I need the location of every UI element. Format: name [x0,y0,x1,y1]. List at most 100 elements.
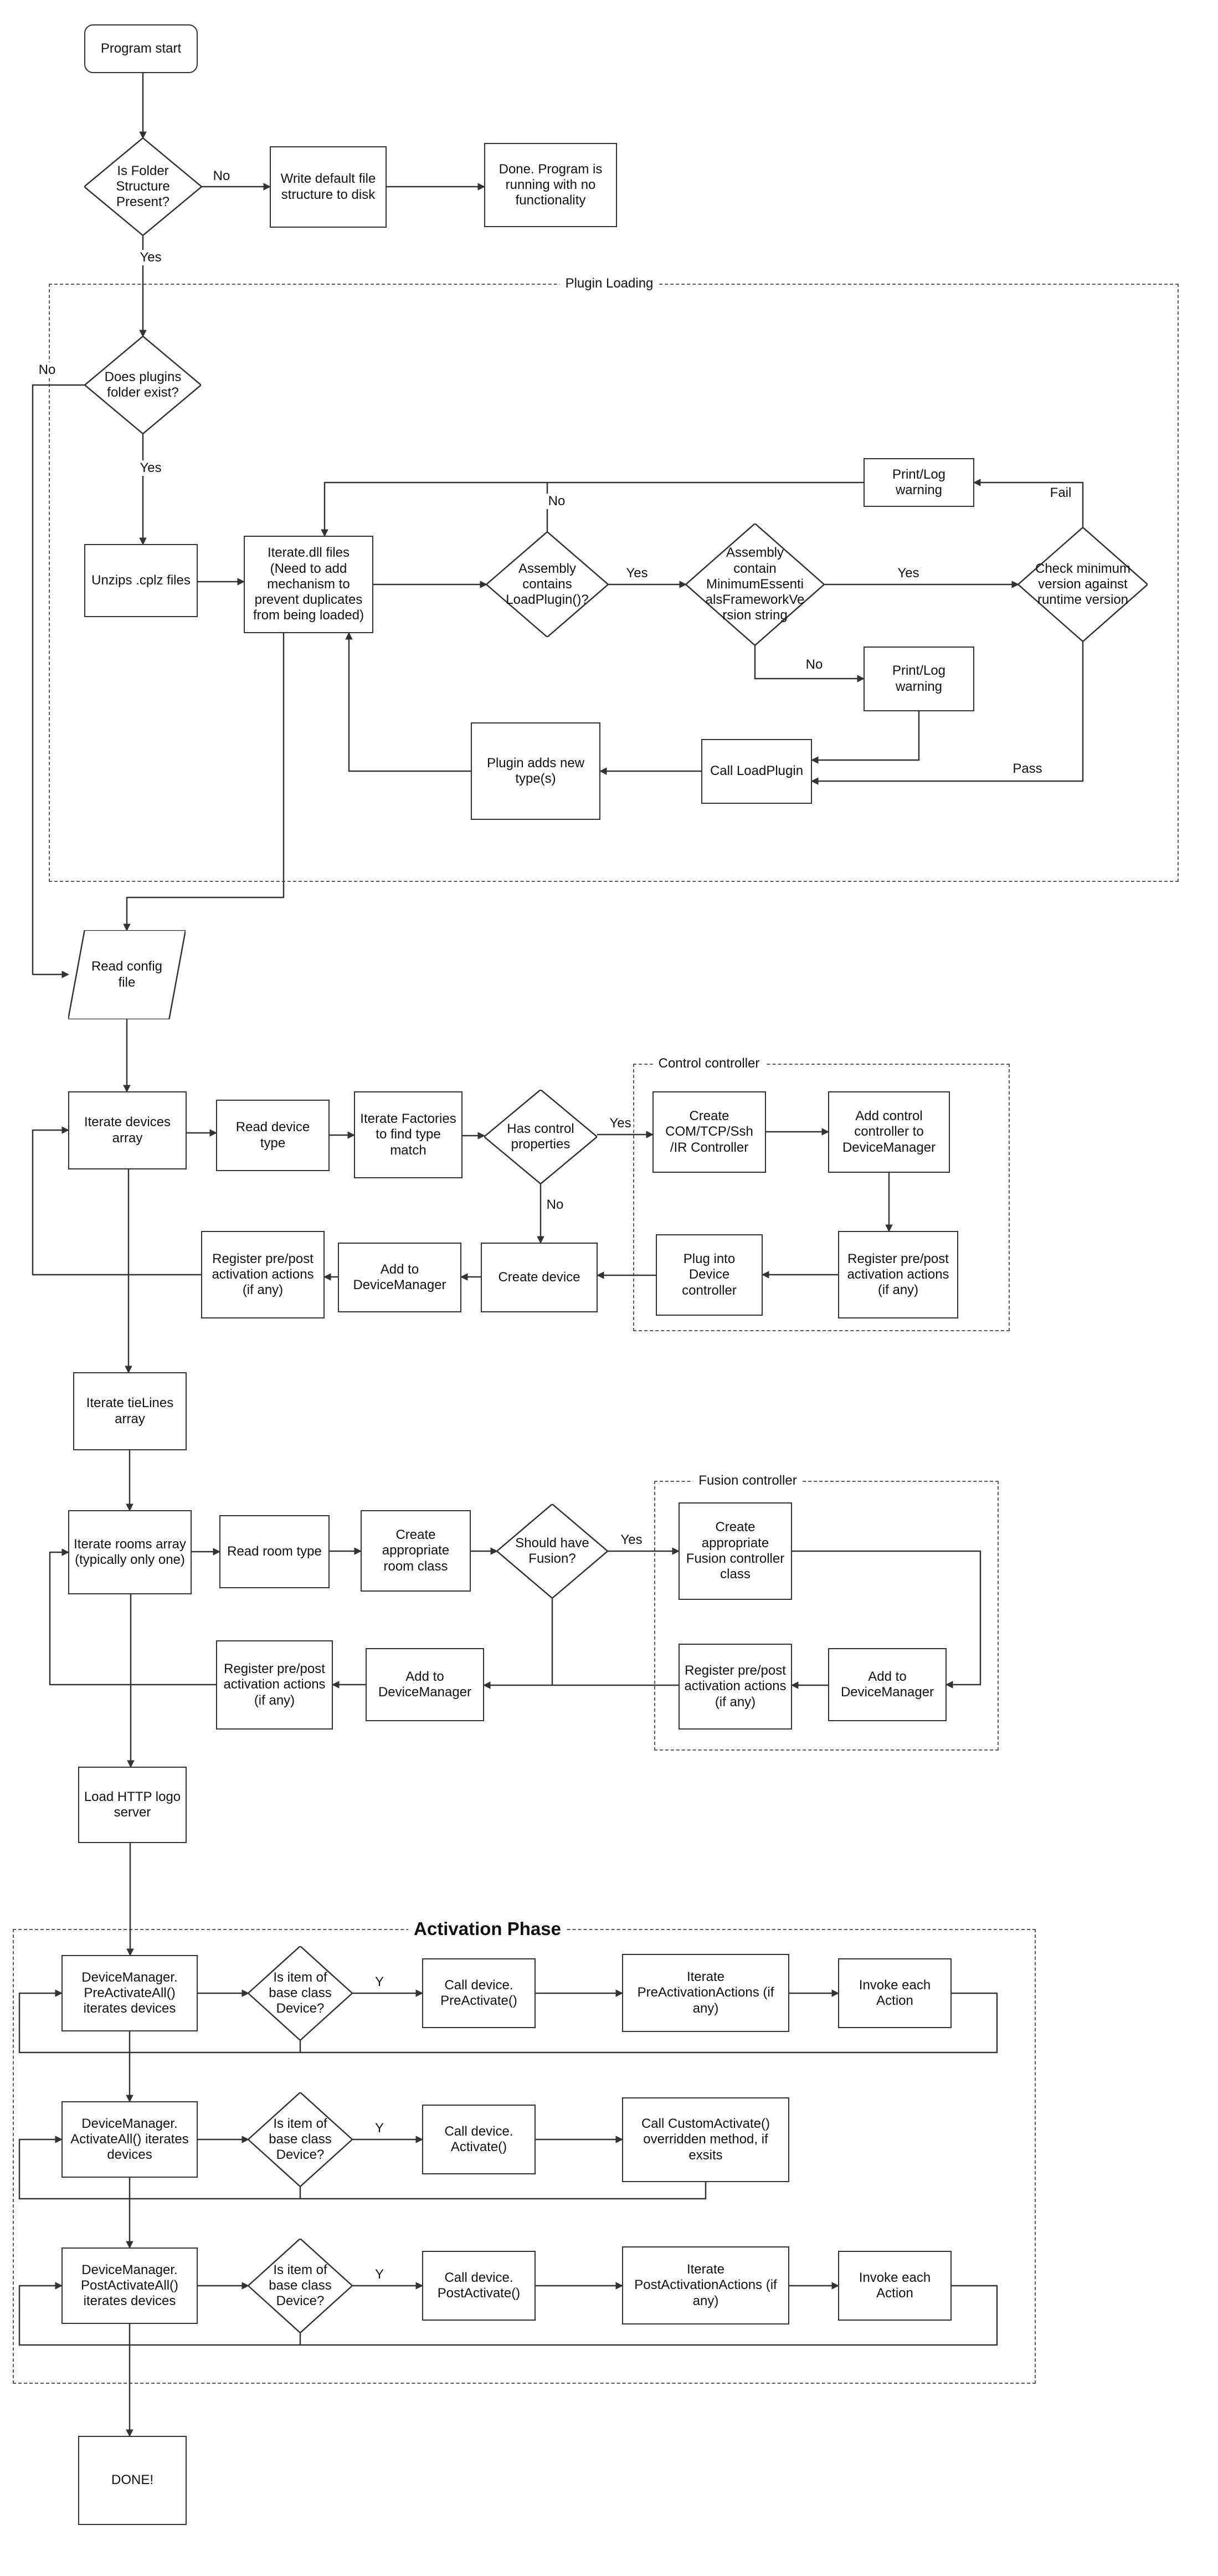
diamond-shape [686,524,824,645]
edge-label-no-loadplugin: No [546,494,568,509]
diamond-shape [248,2092,352,2187]
edge-minversion-no-to-warning-bottom [754,645,865,683]
plugin-loading-group-label: Plugin Loading [559,276,659,291]
edge-label-no-plugins: No [36,362,58,378]
parallelogram-shape [68,930,186,1019]
edge-label-yes-plugins: Yes [137,460,164,476]
diamond-shape [248,1946,352,2040]
step-write-default-label: Write default file structure to disk [280,171,376,202]
step-plugin-adds-types: Plugin adds new type(s) [471,722,600,820]
step-add-room-to-devicemanager-label: Add to DeviceManager [378,1669,472,1700]
decision-plugins-folder: Does plugins folder exist? [85,336,201,434]
step-create-controller: Create COM/TCP/Ssh /IR Controller [652,1091,766,1173]
step-create-device: Create device [481,1243,598,1312]
step-iterate-preactivationactions-label: Iterate PreActivationActions (if any) [637,1969,774,2016]
step-iterate-postactivationactions: Iterate PostActivationActions (if any) [622,2246,789,2324]
step-iterate-devices-label: Iterate devices array [84,1115,171,1146]
edge-warning-top-return-to-iterate-dll [321,481,864,537]
step-add-fusion-to-devicemanager: Add to DeviceManager [828,1648,947,1721]
step-done-no-functionality-label: Done. Program is running with no functio… [498,161,603,208]
step-load-http-logo-server: Load HTTP logo server [78,1767,187,1843]
step-add-device-to-devicemanager-label: Add to DeviceManager [353,1261,446,1292]
step-iterate-dll-label: Iterate.dll files (Need to add mechanism… [253,545,364,623]
decision-has-minversion-string: Assembly contain MinimumEssentialsFramew… [686,524,824,645]
node-program-start: Program start [84,24,198,73]
edge-check-min-fail-to-warning-top [973,479,1084,527]
edge-label-yes-folder: Yes [137,250,164,265]
step-call-postactivate: Call device. PostActivate() [422,2251,536,2321]
step-unzip-cplz-label: Unzips .cplz files [91,572,191,588]
step-plug-into-device-controller-label: Plug into Device controller [682,1251,737,1298]
edge-plugin-adds-to-iterate-dll [345,632,471,772]
step-call-preactivate: Call device. PreActivate() [422,1958,536,2028]
diamond-shape [84,138,202,235]
decision-has-minversion-string-label: Assembly contain MinimumEssentialsFramew… [705,545,805,623]
edge-label-yes-control: Yes [607,1116,634,1131]
edge-invoke2-loop-back [18,2282,998,2346]
step-done-final-label: DONE! [111,2472,153,2488]
step-iterate-factories: Iterate Factories to find type match [354,1091,462,1178]
edge-invoke1-loop-back [18,1989,998,2054]
node-program-start-label: Program start [100,40,182,56]
decision-has-control-properties: Has control properties [484,1090,597,1184]
decision-should-have-fusion: Should have Fusion? [497,1504,608,1598]
edge-check-min-pass-to-call-loadplugin [810,642,1084,785]
step-iterate-tielines-label: Iterate tieLines array [86,1395,174,1426]
fusion-controller-group [654,1481,999,1751]
diamond-shape [1018,527,1148,642]
decision-check-min-version-label: Check minimum version against runtime ve… [1035,561,1131,608]
step-add-control-to-devicemanager-label: Add control controller to DeviceManager [842,1109,936,1155]
edge-label-yes-minversion: Yes [895,566,922,581]
step-activateall-label: DeviceManager. ActivateAll() iterates de… [70,2116,189,2163]
step-read-device-type: Read device type [216,1100,330,1171]
io-read-config-file: Read config file [68,930,186,1019]
step-call-activate-label: Call device. Activate() [444,2123,513,2154]
step-create-fusion-controller-label: Create appropriate Fusion controller cla… [686,1520,785,1582]
edge-label-pass: Pass [1010,761,1045,777]
diamond-shape [484,1090,597,1184]
decision-check-min-version: Check minimum version against runtime ve… [1018,527,1148,642]
step-iterate-rooms-label: Iterate rooms array (typically only one) [74,1536,186,1567]
edge-register-room-loop-to-rooms [49,1548,216,1686]
step-read-room-type: Read room type [219,1515,330,1588]
step-call-preactivate-label: Call device. PreActivate() [440,1977,517,2008]
step-register-actions-controller: Register pre/post activation actions (if… [838,1231,958,1318]
control-controller-group-label: Control controller [652,1056,765,1071]
edge-register-dev-loop-to-iterate-devices [32,1126,201,1276]
step-iterate-tielines: Iterate tieLines array [73,1372,187,1450]
step-create-device-label: Create device [498,1269,580,1285]
step-activateall: DeviceManager. ActivateAll() iterates de… [61,2101,198,2178]
step-call-postactivate-label: Call device. PostActivate() [437,2270,521,2301]
step-add-control-to-devicemanager: Add control controller to DeviceManager [828,1091,950,1173]
step-iterate-preactivationactions: Iterate PreActivationActions (if any) [622,1954,789,2032]
decision-is-base-device-1-label: Is item of base class Device? [269,1969,332,2016]
edge-label-fail: Fail [1047,485,1074,501]
edge-label-no-folder: No [210,168,233,184]
step-register-actions-device-label: Register pre/post activation actions (if… [212,1251,314,1298]
step-call-loadplugin-label: Call LoadPlugin [710,763,804,779]
step-iterate-postactivationactions-label: Iterate PostActivationActions (if any) [634,2262,777,2308]
step-call-customactivate: Call CustomActivate() overridden method,… [622,2097,789,2182]
step-iterate-rooms: Iterate rooms array (typically only one) [68,1510,192,1594]
step-print-warning-bottom: Print/Log warning [864,646,974,711]
step-add-room-to-devicemanager: Add to DeviceManager [366,1648,484,1721]
step-done-final: DONE! [78,2436,187,2525]
step-print-warning-top-label: Print/Log warning [892,466,946,497]
step-preactivateall-label: DeviceManager. PreActivateAll() iterates… [81,1969,178,2016]
edge-label-no-minversion: No [803,657,825,673]
step-preactivateall: DeviceManager. PreActivateAll() iterates… [61,1955,198,2031]
edge-label-yes-loadplugin: Yes [624,566,650,581]
decision-has-control-properties-label: Has control properties [507,1121,574,1152]
step-iterate-dll: Iterate.dll files (Need to add mechanism… [244,536,373,633]
decision-folder-structure: Is Folder Structure Present? [84,138,202,235]
step-write-default: Write default file structure to disk [270,146,387,228]
decision-is-base-device-3: Is item of base class Device? [248,2239,352,2333]
step-postactivateall: DeviceManager. PostActivateAll() iterate… [61,2247,198,2324]
edge-label-y1: Y [372,1974,387,1990]
edge-plugins-no-to-read-config [32,384,85,978]
step-create-controller-label: Create COM/TCP/Ssh /IR Controller [665,1109,753,1155]
step-plugin-adds-types-label: Plugin adds new type(s) [486,755,585,786]
step-register-actions-fusion-label: Register pre/post activation actions (if… [684,1663,787,1710]
step-invoke-each-action-1: Invoke each Action [838,1958,952,2028]
